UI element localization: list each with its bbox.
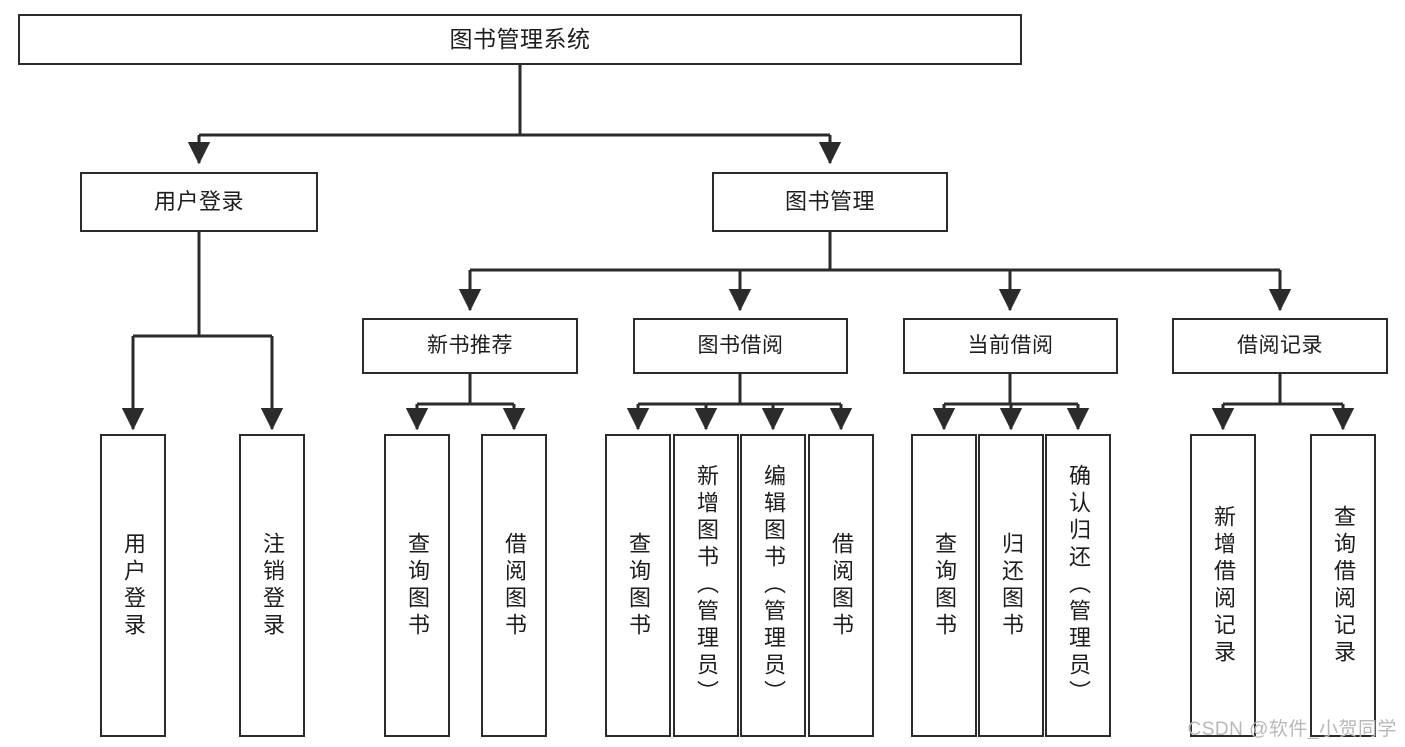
node-current-borrowing-label: 当前借阅 bbox=[967, 333, 1054, 357]
node-book-management[interactable]: 图书管理 bbox=[712, 172, 948, 232]
node-borrowing-record[interactable]: 借阅记录 bbox=[1172, 318, 1388, 374]
leaf-user-login-signin-label: 用户登录 bbox=[121, 531, 146, 640]
leaf-user-login-signout[interactable]: 注销登录 bbox=[239, 434, 305, 737]
leaf-book-borrow-query-books[interactable]: 查询图书 bbox=[605, 434, 671, 737]
watermark-text: CSDN @软件_小贺同学 bbox=[1187, 719, 1397, 740]
leaf-book-borrow-add-book-admin[interactable]: 新增图书（管理员） bbox=[673, 434, 739, 737]
leaf-book-borrow-query-books-label: 查询图书 bbox=[626, 531, 651, 640]
leaf-new-book-query-books[interactable]: 查询图书 bbox=[384, 434, 450, 737]
leaf-user-login-signout-label: 注销登录 bbox=[260, 531, 285, 640]
leaf-borrow-record-query-record-label: 查询借阅记录 bbox=[1331, 504, 1356, 667]
leaf-current-borrow-return-books-label: 归还图书 bbox=[999, 531, 1024, 640]
node-book-borrowing-label: 图书借阅 bbox=[697, 333, 784, 357]
leaf-current-borrow-query-books-label: 查询图书 bbox=[932, 531, 957, 640]
node-root-system[interactable]: 图书管理系统 bbox=[18, 14, 1022, 65]
leaf-book-borrow-borrow-books-label: 借阅图书 bbox=[829, 531, 854, 640]
node-root-label: 图书管理系统 bbox=[449, 25, 591, 52]
leaf-current-borrow-query-books[interactable]: 查询图书 bbox=[911, 434, 977, 737]
node-new-book-recommendation[interactable]: 新书推荐 bbox=[362, 318, 578, 374]
node-book-borrowing[interactable]: 图书借阅 bbox=[633, 318, 848, 374]
leaf-book-borrow-add-book-admin-label: 新增图书（管理员） bbox=[694, 464, 719, 707]
leaf-new-book-borrow-books-label: 借阅图书 bbox=[502, 531, 527, 640]
node-user-login[interactable]: 用户登录 bbox=[80, 172, 318, 232]
leaf-user-login-signin[interactable]: 用户登录 bbox=[100, 434, 166, 737]
node-current-borrowing[interactable]: 当前借阅 bbox=[903, 318, 1118, 374]
leaf-borrow-record-query-record[interactable]: 查询借阅记录 bbox=[1310, 434, 1376, 737]
leaf-current-borrow-confirm-return-admin-label: 确认归还（管理员） bbox=[1066, 464, 1091, 707]
node-book-management-label: 图书管理 bbox=[784, 189, 875, 215]
leaf-new-book-borrow-books[interactable]: 借阅图书 bbox=[481, 434, 547, 737]
leaf-borrow-record-add-record-label: 新增借阅记录 bbox=[1211, 504, 1236, 667]
node-new-book-recommendation-label: 新书推荐 bbox=[427, 333, 513, 357]
leaf-book-borrow-edit-book-admin[interactable]: 编辑图书（管理员） bbox=[740, 434, 806, 737]
leaf-book-borrow-borrow-books[interactable]: 借阅图书 bbox=[808, 434, 874, 737]
node-user-login-label: 用户登录 bbox=[153, 189, 244, 215]
leaf-book-borrow-edit-book-admin-label: 编辑图书（管理员） bbox=[761, 464, 786, 707]
node-borrowing-record-label: 借阅记录 bbox=[1237, 333, 1323, 357]
leaf-current-borrow-confirm-return-admin[interactable]: 确认归还（管理员） bbox=[1045, 434, 1111, 737]
leaf-new-book-query-books-label: 查询图书 bbox=[405, 531, 430, 640]
leaf-current-borrow-return-books[interactable]: 归还图书 bbox=[978, 434, 1044, 737]
leaf-borrow-record-add-record[interactable]: 新增借阅记录 bbox=[1190, 434, 1256, 737]
